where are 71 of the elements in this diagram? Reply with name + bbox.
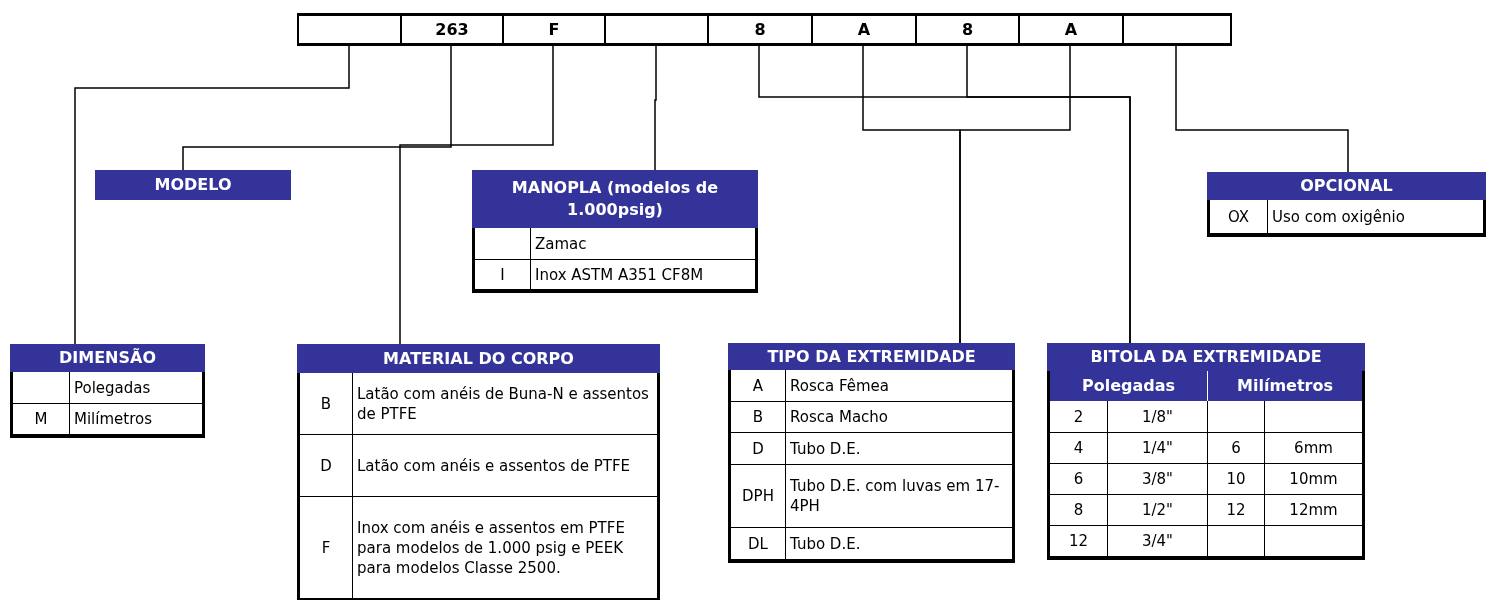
- leader-line: [654, 45, 657, 171]
- leader-line: [966, 45, 1131, 344]
- table-heading: MODELO: [95, 170, 291, 200]
- table-cell: 12: [1208, 495, 1265, 526]
- table-heading: DIMENSÃO: [10, 344, 205, 372]
- table-cell: 2: [1050, 401, 1108, 433]
- table-cell: Uso com oxigênio: [1268, 200, 1483, 234]
- code-box: 8: [915, 13, 1020, 46]
- table-cell: 8: [1050, 495, 1108, 526]
- table-cell: I: [475, 260, 531, 290]
- option-table: [297, 344, 660, 600]
- table-cell: 1/4": [1108, 433, 1208, 464]
- table-cell: B: [731, 402, 786, 433]
- table-cell: 6mm: [1265, 433, 1362, 464]
- option-table: [10, 344, 205, 438]
- table-cell: 10mm: [1265, 464, 1362, 495]
- table-cell: Tubo D.E.: [786, 433, 1012, 465]
- leader-line: [399, 45, 554, 345]
- table-cell: M: [13, 404, 70, 435]
- table-heading: TIPO DA EXTREMIDADE: [728, 343, 1015, 370]
- table-cell: Latão com anéis e assentos de PTFE: [353, 435, 657, 497]
- table-cell: D: [731, 433, 786, 465]
- code-box: [297, 13, 402, 46]
- table-cell: A: [731, 370, 786, 402]
- table-cell: F: [300, 497, 353, 599]
- table-cell: 12mm: [1265, 495, 1362, 526]
- table-heading: BITOLA DA EXTREMIDADE: [1047, 343, 1365, 371]
- code-box: A: [1018, 13, 1124, 46]
- table-cell: 6: [1050, 464, 1108, 495]
- leader-line: [182, 45, 452, 171]
- code-box: 263: [400, 13, 504, 46]
- option-table: [1047, 343, 1365, 560]
- table-heading: MANOPLA (modelos de 1.000psig): [472, 170, 758, 228]
- table-cell: Zamac: [531, 228, 755, 260]
- leader-line: [959, 45, 1071, 344]
- table-cell: Polegadas: [70, 372, 202, 404]
- table-cell: B: [300, 373, 353, 435]
- table-cell: 6: [1208, 433, 1265, 464]
- table-cell: 1/8": [1108, 401, 1208, 433]
- leader-line: [1175, 45, 1349, 173]
- table-cell: 3/4": [1108, 526, 1208, 557]
- code-box: F: [502, 13, 606, 46]
- code-box: 8: [707, 13, 813, 46]
- table-cell: 10: [1208, 464, 1265, 495]
- code-box: A: [811, 13, 917, 46]
- code-box: [604, 13, 709, 46]
- table-cell: 3/8": [1108, 464, 1208, 495]
- table-cell: Rosca Macho: [786, 402, 1012, 433]
- table-cell: Inox com anéis e assentos em PTFE para modelos de 1.000 psig e PEEK para modelos Classe 2500.: [353, 497, 657, 599]
- table-cell: DPH: [731, 465, 786, 528]
- table-cell: Tubo D.E.: [786, 528, 1012, 560]
- table-heading: OPCIONAL: [1207, 172, 1486, 200]
- table-cell: Inox ASTM A351 CF8M: [531, 260, 755, 290]
- option-table: [728, 343, 1015, 563]
- code-box: [1122, 13, 1232, 46]
- leader-line: [74, 45, 350, 345]
- option-table: [472, 170, 758, 293]
- table-cell: DL: [731, 528, 786, 560]
- table-heading: MATERIAL DO CORPO: [297, 344, 660, 373]
- table-cell: Milímetros: [70, 404, 202, 435]
- table-cell: 12: [1050, 526, 1108, 557]
- table-cell: D: [300, 435, 353, 497]
- table-cell: Tubo D.E. com luvas em 17-4PH: [786, 465, 1012, 528]
- table-cell: Latão com anéis de Buna-N e assentos de PTFE: [353, 373, 657, 435]
- column-heading: Polegadas: [1050, 371, 1208, 401]
- table-cell: 4: [1050, 433, 1108, 464]
- option-table: [1207, 172, 1486, 237]
- table-cell: OX: [1210, 200, 1268, 234]
- table-cell: 1/2": [1108, 495, 1208, 526]
- table-cell: Rosca Fêmea: [786, 370, 1012, 402]
- column-heading: Milímetros: [1208, 371, 1362, 401]
